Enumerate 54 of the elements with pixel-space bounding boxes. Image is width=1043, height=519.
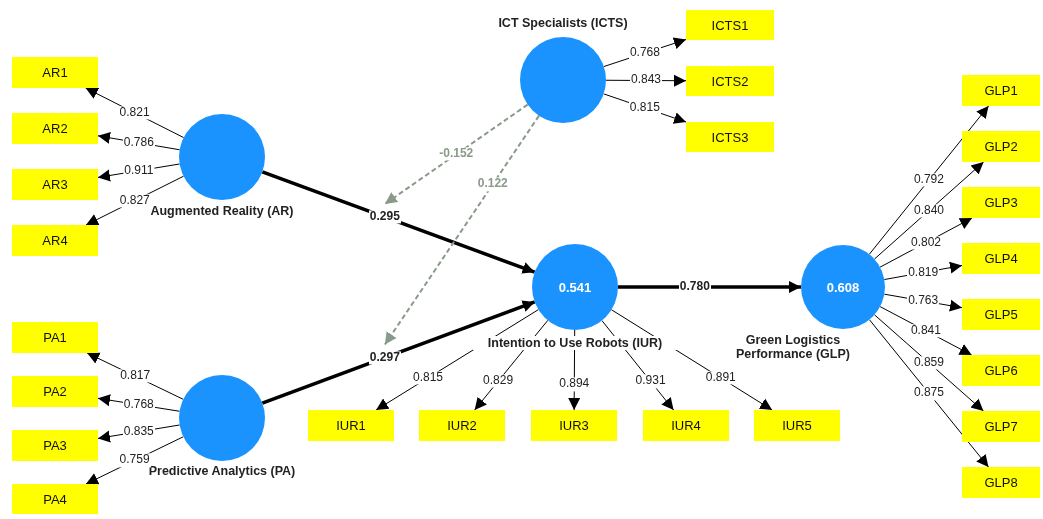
indicator-box: PA3 <box>12 430 98 461</box>
indicator-box: IUR2 <box>419 410 505 441</box>
indicator-box: GLP1 <box>962 75 1040 106</box>
edge-label: 0.763 <box>907 294 940 308</box>
edge-label: 0.122 <box>476 177 509 191</box>
edge-label: 0.297 <box>368 350 401 365</box>
indicator-box: AR1 <box>12 57 98 88</box>
edge-label: 0.759 <box>118 453 151 467</box>
construct-label: Intention to Use Robots (IUR) <box>472 336 678 351</box>
indicator-box: GLP5 <box>962 299 1040 330</box>
r-squared-value: 0.541 <box>558 279 592 295</box>
edge-label: -0.152 <box>438 147 475 161</box>
indicator-box: GLP4 <box>962 243 1040 274</box>
edge-label: 0.827 <box>118 194 151 208</box>
edge-label: 0.815 <box>412 371 445 385</box>
indicator-box: IUR5 <box>754 410 840 441</box>
path-arrow <box>261 170 536 274</box>
edge-label: 0.792 <box>912 173 945 187</box>
edge-label: 0.817 <box>119 369 152 383</box>
indicator-box: IUR3 <box>531 410 617 441</box>
edge-label: 0.815 <box>628 101 661 115</box>
indicator-box: GLP8 <box>962 467 1040 498</box>
indicator-box: IUR4 <box>643 410 729 441</box>
indicator-box: GLP3 <box>962 187 1040 218</box>
edge-label: 0.802 <box>910 236 943 250</box>
edge-label: 0.829 <box>482 374 515 388</box>
indicator-box: GLP7 <box>962 411 1040 442</box>
indicator-box: PA2 <box>12 376 98 407</box>
edge-label: 0.840 <box>912 203 945 218</box>
edge-label: 0.295 <box>368 210 401 224</box>
path-arrow <box>261 300 536 405</box>
indicator-box: ICTS2 <box>686 66 774 96</box>
indicator-box: GLP6 <box>962 355 1040 386</box>
indicator-box: ICTS1 <box>686 10 774 40</box>
dashed-arrow <box>383 114 540 346</box>
indicator-box: PA1 <box>12 322 98 353</box>
edge-label: 0.859 <box>912 356 945 370</box>
indicator-box: IUR1 <box>308 410 394 441</box>
arrow <box>873 161 985 260</box>
edge-label: 0.891 <box>704 371 737 385</box>
r-squared-value: 0.608 <box>826 279 860 295</box>
dashed-arrow <box>383 103 529 205</box>
indicator-box: AR2 <box>12 113 98 144</box>
indicator-box: AR4 <box>12 225 98 256</box>
indicator-box: ICTS3 <box>686 122 774 152</box>
edge-label: 0.841 <box>909 324 942 338</box>
indicator-box: PA4 <box>12 484 98 514</box>
indicator-box: AR3 <box>12 169 98 200</box>
indicator-box: GLP2 <box>962 131 1040 162</box>
edge-label: 0.894 <box>558 377 591 391</box>
edge-label: 0.821 <box>118 106 151 120</box>
edge-label: 0.931 <box>634 374 667 388</box>
edge-label: 0.875 <box>912 386 945 400</box>
edge-label: 0.768 <box>628 46 661 60</box>
